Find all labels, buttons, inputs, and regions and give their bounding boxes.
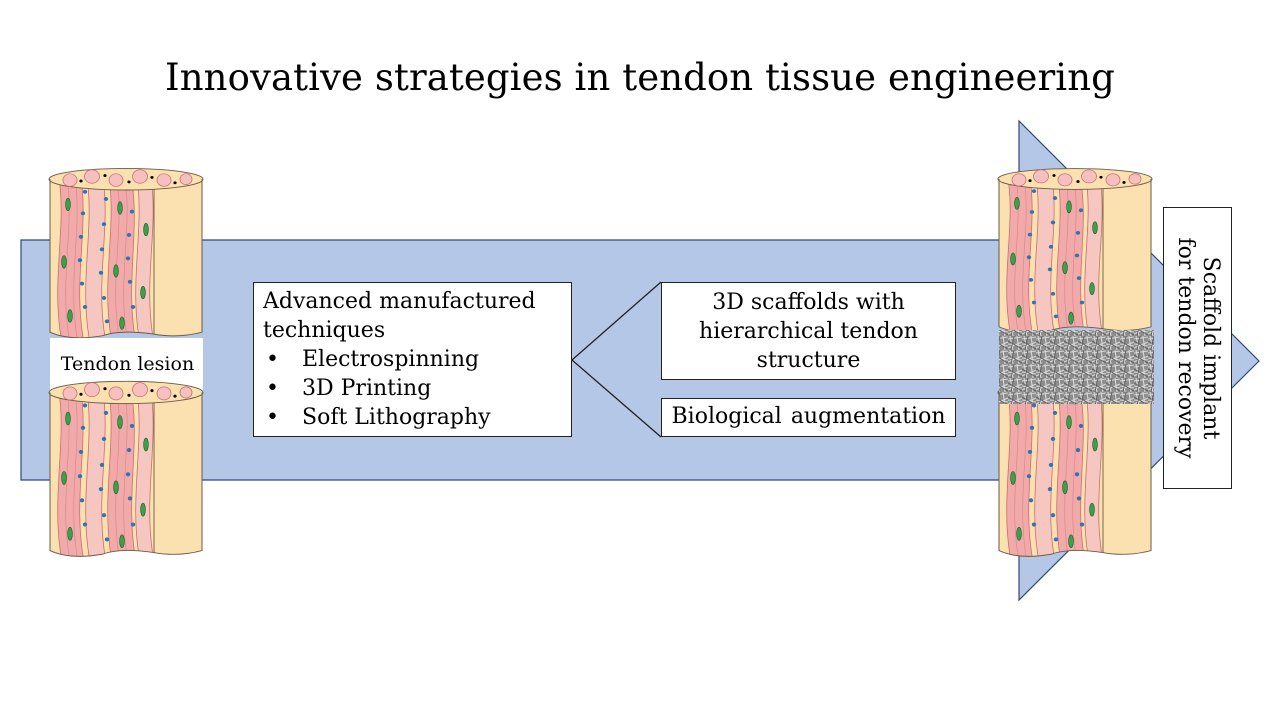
list-item: Soft Lithography — [263, 403, 562, 432]
tendon-lesion-label: Tendon lesion — [60, 353, 195, 375]
manufacturing-list: Electrospinning 3D Printing Soft Lithogr… — [263, 345, 562, 432]
tendon-lesion-top-icon — [49, 168, 205, 343]
manufacturing-heading: Advanced manufactured techniques — [263, 289, 536, 343]
page-title: Innovative strategies in tendon tissue e… — [165, 56, 1115, 99]
tendon-repaired-top-icon — [998, 169, 1154, 338]
merge-chevron — [571, 281, 662, 438]
scaffolds-box: 3D scaffolds with hierarchical tendon st… — [661, 282, 956, 380]
manufacturing-techniques-box: Advanced manufactured techniques Electro… — [253, 282, 572, 437]
scaffold-implant-box: Scaffold implant for tendon recovery — [1163, 207, 1232, 489]
scaffold-fiber-texture — [999, 330, 1154, 404]
list-item: 3D Printing — [263, 374, 562, 403]
implant-label-line1: Scaffold implant — [1197, 256, 1223, 440]
implant-label-line2: for tendon recovery — [1172, 237, 1198, 459]
scaffold-implant-label: Scaffold implant for tendon recovery — [1173, 238, 1223, 459]
tendon-repaired-bottom-icon — [998, 381, 1154, 561]
biological-augmentation-box: Biological augmentation — [661, 398, 956, 437]
list-item: Electrospinning — [263, 345, 562, 374]
tendon-lesion-bottom-icon — [49, 381, 205, 561]
